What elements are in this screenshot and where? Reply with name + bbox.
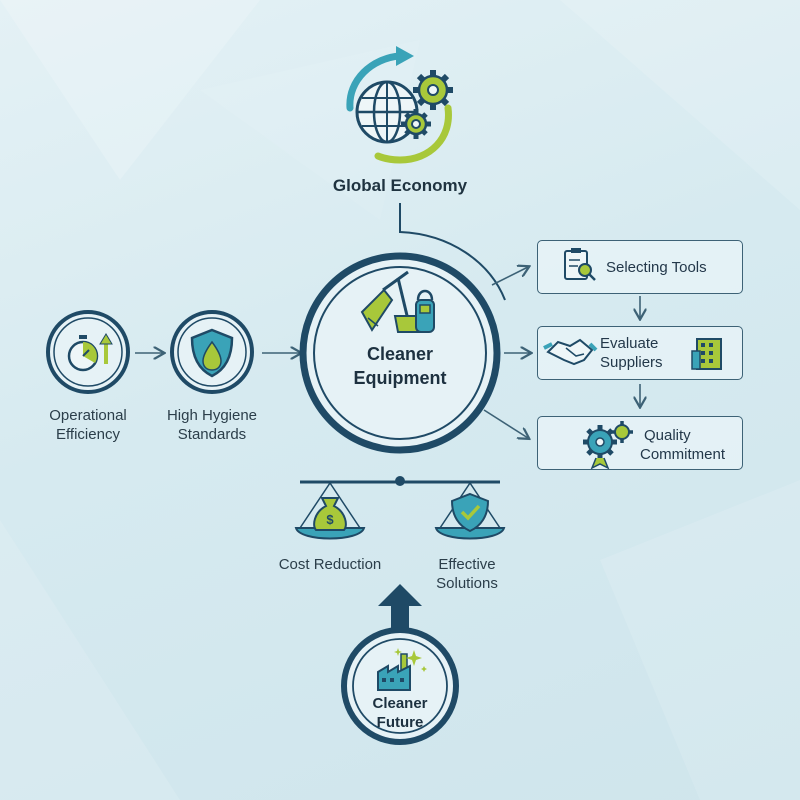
svg-text:$: $ [326,512,334,527]
cleaner-future-label: Cleaner Future [372,695,428,731]
operational-efficiency-label: Operational Efficiency [49,407,127,443]
cost-reduction-label: Cost Reduction [278,556,382,573]
arrow-right-3 [483,409,528,438]
box-quality-commitment [537,416,743,470]
evaluate-suppliers-label: Evaluate Suppliers [600,335,663,371]
global-economy-label: Global Economy [332,176,468,195]
top-connector [399,203,506,301]
arrow-right-1 [491,267,528,286]
high-hygiene-label: High Hygiene Standards [166,407,258,443]
quality-commitment-label: Quality Commitment [640,427,726,463]
selecting-tools-label: Selecting Tools [606,259,707,276]
center-title: Cleaner Equipment [353,344,447,388]
effective-solutions-label: Effective Solutions [436,556,498,592]
